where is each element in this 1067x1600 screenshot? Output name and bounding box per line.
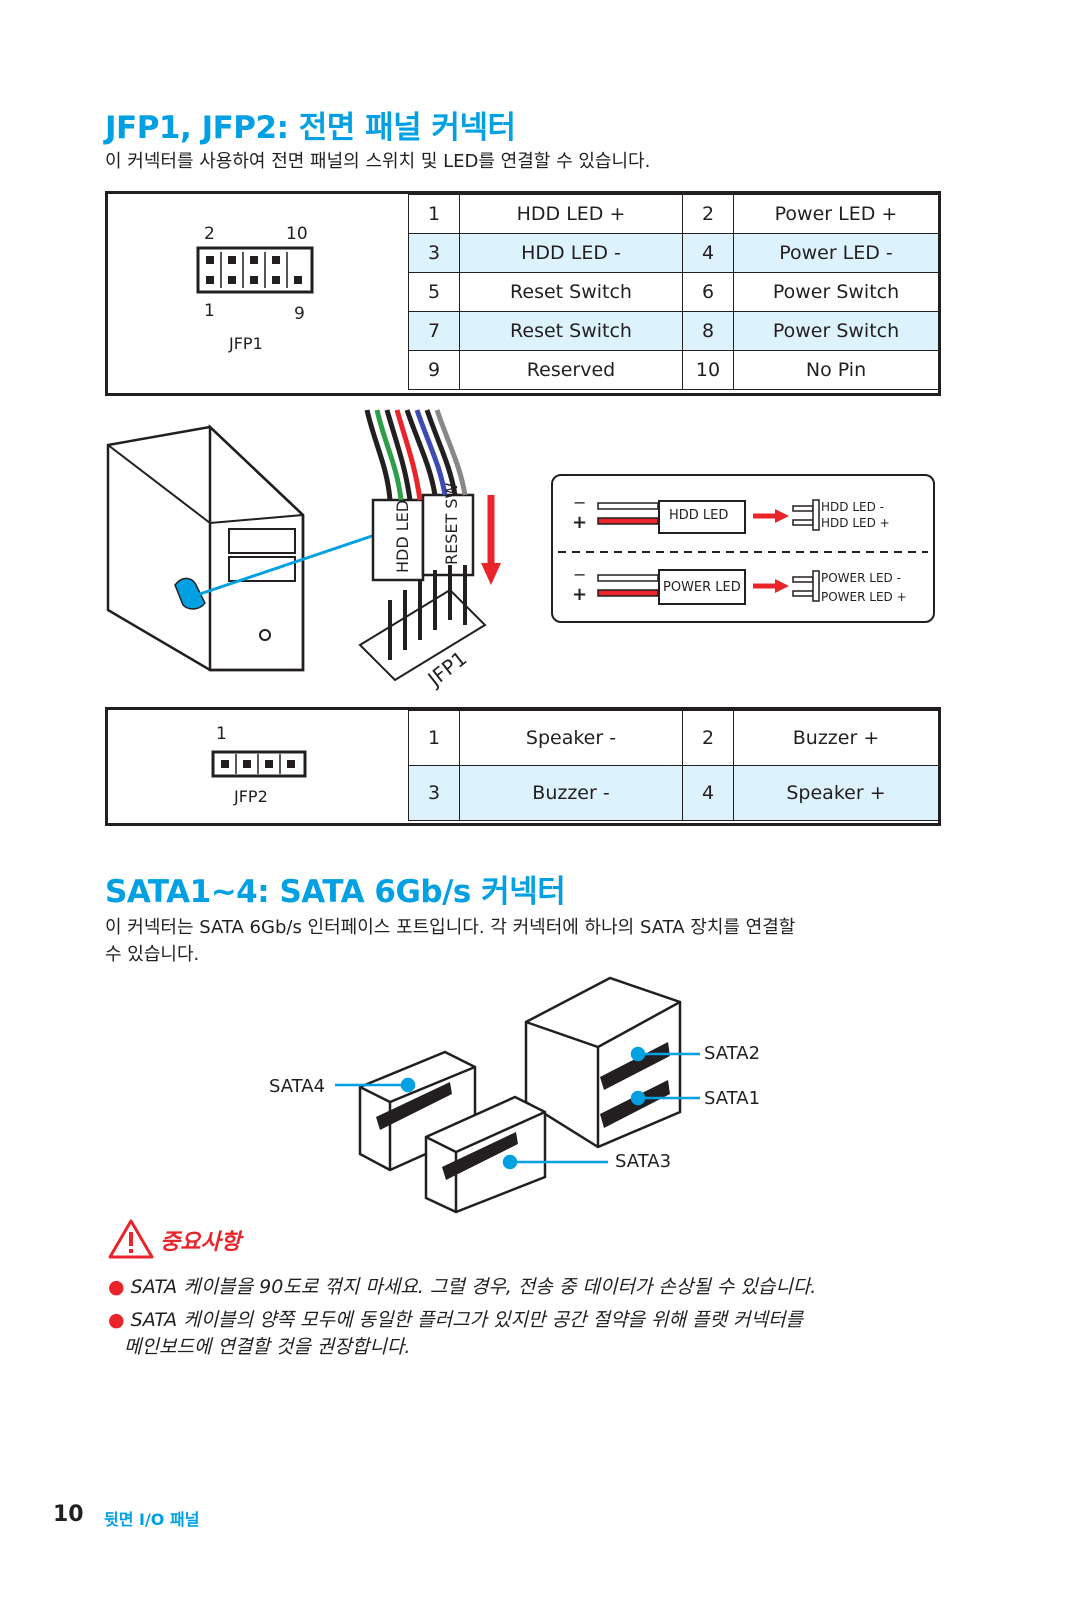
jfp1-pin-top-right: 10 [286, 224, 308, 244]
pin-number-cell: 3 [408, 233, 460, 273]
jfp2-table-frame [105, 707, 941, 826]
pin-number-cell: 6 [682, 272, 734, 312]
footer-section-name: 뒷면 I/O 패널 [104, 1510, 200, 1529]
note-text: SATA 케이블의 양쪽 모두에 동일한 플러그가 있지만 공간 절약을 위해 … [130, 1309, 803, 1331]
jfp1-table-frame [105, 191, 941, 396]
pin-name-cell: No Pin [733, 350, 939, 390]
jfp1-header-illustration: 2 10 1 9 JFP1 [108, 194, 408, 393]
section-title-sata: SATA1~4: SATA 6Gb/s 커넥터 [105, 874, 566, 910]
section-title-jfp: JFP1, JFP2: 전면 패널 커넥터 [105, 110, 516, 146]
note-text: SATA 케이블을 90도로 꺾지 마세요. 그럴 경우, 전송 중 데이터가 … [130, 1276, 817, 1298]
reset-sw-connector-label: RESET SW [442, 482, 461, 565]
power-plus-sign: + [572, 584, 587, 605]
pin-number-cell: 2 [682, 710, 734, 766]
pin-name-cell: Buzzer + [733, 710, 939, 766]
pin-name-cell: Reset Switch [459, 311, 683, 351]
jfp2-pin-header-icon [211, 750, 307, 778]
jfp2-label: JFP2 [234, 787, 268, 806]
pin-name-cell: Power LED - [733, 233, 939, 273]
pin-number-cell: 4 [682, 233, 734, 273]
sata1-label: SATA1 [704, 1088, 761, 1109]
jfp1-label: JFP1 [229, 334, 263, 353]
pin-name-cell: Speaker + [733, 765, 939, 821]
sata4-label: SATA4 [269, 1076, 326, 1097]
pin-name-cell: HDD LED - [459, 233, 683, 273]
jfp-description: 이 커넥터를 사용하여 전면 패널의 스위치 및 LED를 연결할 수 있습니다… [105, 151, 651, 172]
jfp2-pin-label: 1 [216, 724, 227, 744]
pin-name-cell: Buzzer - [459, 765, 683, 821]
warning-icon [108, 1219, 154, 1259]
bullet-icon: ● [108, 1276, 125, 1298]
pin-number-cell: 9 [408, 350, 460, 390]
hdd-led-plus-label: HDD LED + [821, 516, 890, 530]
hdd-minus-sign: − [573, 493, 586, 512]
pin-number-cell: 4 [682, 765, 734, 821]
front-panel-connection-diagram: HDD LED RESET SW JFP1 [106, 409, 501, 692]
hdd-led-box-label: HDD LED [669, 508, 729, 523]
jfp1-pin-bottom-right: 9 [294, 304, 305, 324]
pin-name-cell: Power LED + [733, 194, 939, 234]
pin-number-cell: 10 [682, 350, 734, 390]
hdd-led-minus-label: HDD LED - [821, 500, 884, 514]
sata3-label: SATA3 [615, 1151, 672, 1172]
hdd-plus-sign: + [572, 512, 587, 533]
jfp1-pin-header-icon [196, 246, 314, 294]
pin-name-cell: Power Switch [733, 311, 939, 351]
insert-arrow-icon [481, 495, 501, 585]
jfp1-pin-bottom-left: 1 [204, 301, 215, 321]
pin-name-cell: Reset Switch [459, 272, 683, 312]
pin-name-cell: Speaker - [459, 710, 683, 766]
jfp1-header-3d-icon [358, 565, 487, 682]
power-minus-sign: − [573, 565, 586, 584]
bullet-icon: ● [108, 1309, 125, 1331]
jfp2-header-illustration: 1 JFP2 [108, 710, 408, 823]
pin-number-cell: 5 [408, 272, 460, 312]
hdd-led-connector-label: HDD LED [393, 500, 412, 573]
pin-name-cell: Reserved [459, 350, 683, 390]
pin-number-cell: 2 [682, 194, 734, 234]
pin-number-cell: 8 [682, 311, 734, 351]
important-heading: 중요사항 [160, 1230, 241, 1255]
sata2-label: SATA2 [704, 1043, 761, 1064]
pin-number-cell: 3 [408, 765, 460, 821]
important-note-2: ● SATA 케이블의 양쪽 모두에 동일한 플러그가 있지만 공간 절약을 위… [108, 1307, 803, 1334]
pin-number-cell: 1 [408, 710, 460, 766]
pin-name-cell: Power Switch [733, 272, 939, 312]
pin-number-cell: 7 [408, 311, 460, 351]
led-polarity-panel: − + − + HDD LED HDD LED - HDD LED + POWE… [551, 474, 935, 623]
sata-description-line1: 이 커넥터는 SATA 6Gb/s 인터페이스 포트입니다. 각 커넥터에 하나… [105, 917, 796, 938]
power-led-minus-label: POWER LED - [821, 571, 901, 585]
jfp1-pin-top-left: 2 [204, 224, 215, 244]
sata-connectors-diagram [335, 976, 700, 1214]
pin-name-cell: HDD LED + [459, 194, 683, 234]
pin-number-cell: 1 [408, 194, 460, 234]
sata-description-line2: 수 있습니다. [105, 944, 200, 965]
important-note-1: ● SATA 케이블을 90도로 꺾지 마세요. 그럴 경우, 전송 중 데이터… [108, 1274, 816, 1301]
power-led-plus-label: POWER LED + [821, 590, 907, 604]
power-led-box-label: POWER LED [663, 580, 741, 595]
case-front-panel-cable-icon [174, 533, 376, 610]
page-number: 10 [53, 1502, 84, 1527]
important-note-2-cont: 메인보드에 연결할 것을 권장합니다. [124, 1336, 411, 1358]
